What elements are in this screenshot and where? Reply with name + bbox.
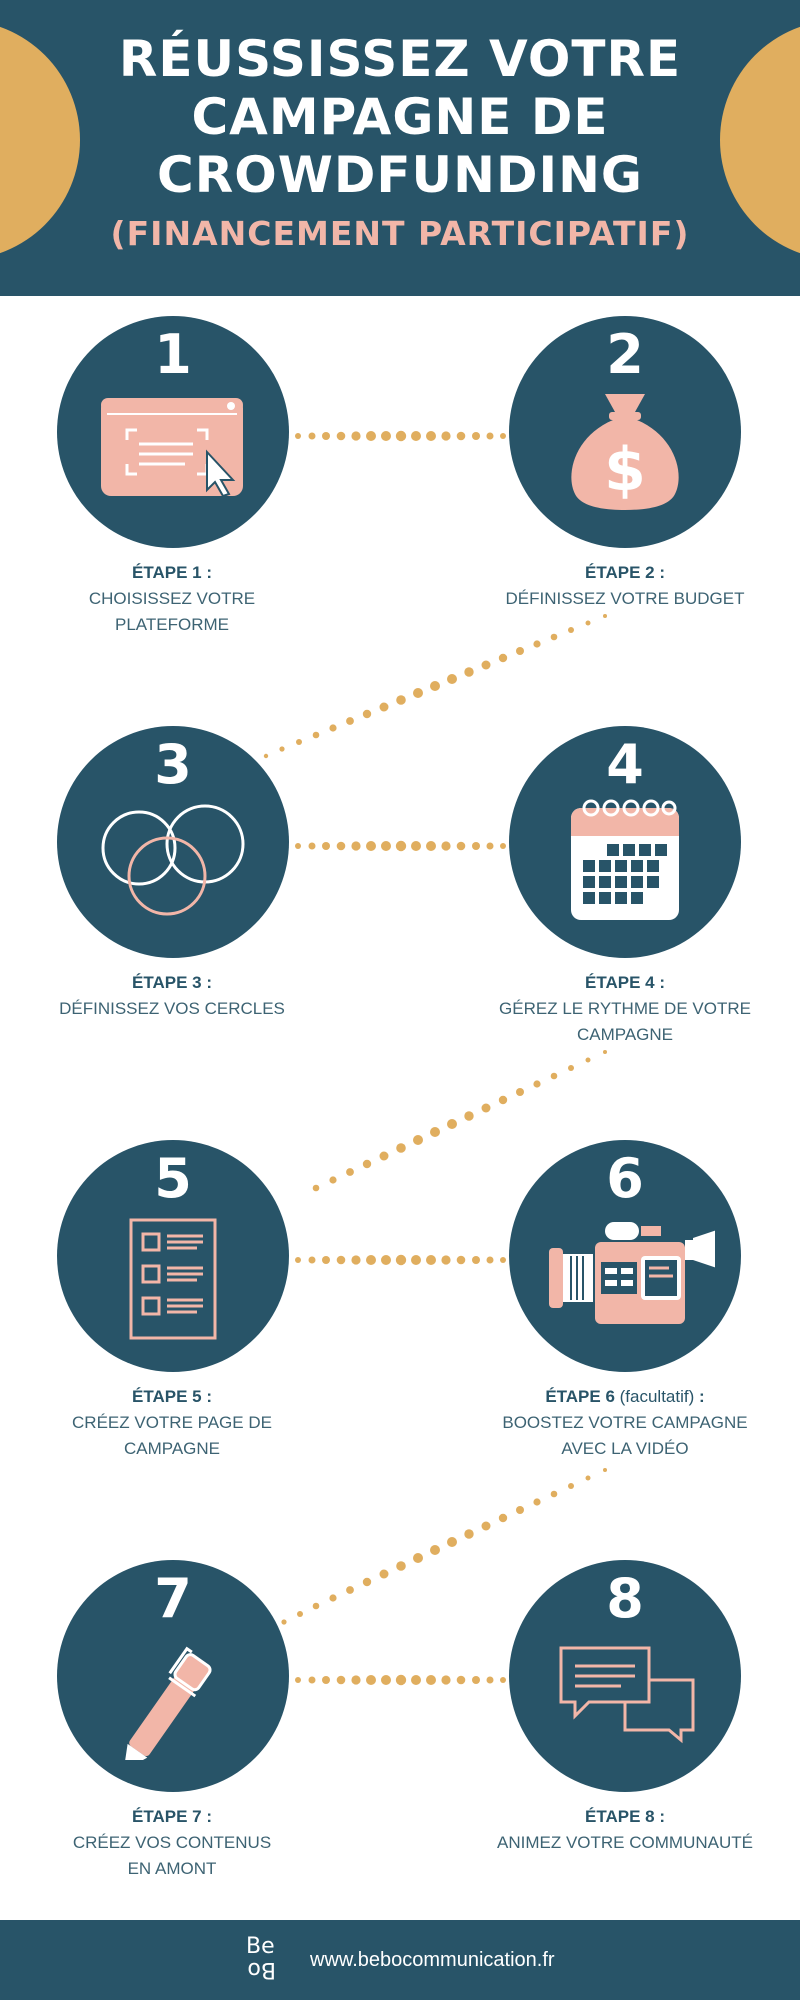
step-7-label: ÉTAPE 7 : CRÉEZ VOS CONTENUS EN AMONT bbox=[22, 1804, 322, 1882]
step-4-desc-line-2: CAMPAGNE bbox=[576, 1025, 674, 1044]
title-line-2: CAMPAGNE DE bbox=[191, 88, 609, 146]
connector-5-6 bbox=[295, 1254, 506, 1266]
step-8-heading: ÉTAPE 8 : bbox=[585, 1807, 665, 1826]
calendar-icon bbox=[571, 799, 679, 920]
step-3-desc-line-1: DÉFINISSEZ VOS CERCLES bbox=[59, 999, 285, 1018]
step-6-heading-note: (facultatif) bbox=[619, 1387, 695, 1406]
svg-text:$: $ bbox=[604, 435, 646, 505]
logo-top-text: Be bbox=[246, 1934, 275, 1959]
connector-3-4 bbox=[295, 840, 506, 852]
step-1-desc-line-1: CHOISISSEZ VOTRE bbox=[88, 589, 256, 608]
page-title: RÉUSSISSEZ VOTRE CAMPAGNE DE CROWDFUNDIN… bbox=[0, 30, 800, 204]
page-subtitle: (FINANCEMENT PARTICIPATIF) bbox=[110, 214, 690, 253]
step-3-heading: ÉTAPE 3 : bbox=[132, 973, 212, 992]
step-6-heading-main: ÉTAPE 6 bbox=[545, 1387, 615, 1406]
checklist-icon bbox=[129, 1218, 217, 1340]
step-1-circle: 1 bbox=[57, 316, 289, 548]
chat-bubbles-icon bbox=[559, 1646, 695, 1744]
step-2-number: 2 bbox=[606, 323, 644, 386]
step-6-label: ÉTAPE 6 (facultatif) : BOOSTEZ VOTRE CAM… bbox=[475, 1384, 775, 1462]
video-camera-icon bbox=[549, 1222, 715, 1324]
step-7-circle: 7 bbox=[57, 1560, 289, 1792]
step-8-circle: 8 bbox=[509, 1560, 741, 1792]
step-8-number: 8 bbox=[606, 1567, 644, 1630]
step-7-desc-line-1: CRÉEZ VOS CONTENUS bbox=[72, 1833, 272, 1852]
step-2-heading: ÉTAPE 2 : bbox=[585, 563, 665, 582]
money-bag-icon: $ bbox=[571, 394, 679, 510]
step-6-desc-line-1: BOOSTEZ VOTRE CAMPAGNE bbox=[502, 1413, 748, 1432]
step-6-heading: ÉTAPE 6 (facultatif) : bbox=[475, 1384, 775, 1410]
step-5-number: 5 bbox=[154, 1147, 192, 1210]
step-8-label: ÉTAPE 8 : ANIMEZ VOTRE COMMUNAUTÉ bbox=[475, 1804, 775, 1856]
step-2-desc-line-1: DÉFINISSEZ VOTRE BUDGET bbox=[505, 589, 745, 608]
connector-7-8 bbox=[295, 1674, 506, 1686]
step-1-label: ÉTAPE 1 : CHOISISSEZ VOTRE PLATEFORME bbox=[22, 560, 322, 638]
step-3-number: 3 bbox=[154, 733, 192, 796]
title-line-3: CROWDFUNDING bbox=[157, 146, 643, 204]
step-5-desc-line-1: CRÉEZ VOTRE PAGE DE bbox=[72, 1413, 272, 1432]
step-6-circle: 6 bbox=[509, 1140, 741, 1372]
step-6-number: 6 bbox=[606, 1147, 644, 1210]
step-7-desc-line-2: EN AMONT bbox=[127, 1859, 217, 1878]
step-4-desc-line-1: GÉREZ LE RYTHME DE VOTRE bbox=[499, 999, 751, 1018]
step-4-circle: 4 bbox=[509, 726, 741, 958]
connector-2-3 bbox=[263, 614, 607, 759]
step-7-heading: ÉTAPE 7 : bbox=[132, 1807, 212, 1826]
step-1-number: 1 bbox=[154, 323, 192, 386]
pen-icon bbox=[123, 1646, 212, 1760]
step-6-heading-colon: : bbox=[694, 1387, 705, 1406]
step-4-heading: ÉTAPE 4 : bbox=[585, 973, 665, 992]
step-5-desc-line-2: CAMPAGNE bbox=[123, 1439, 221, 1458]
step-7-number: 7 bbox=[154, 1567, 192, 1630]
step-6-desc-line-2: AVEC LA VIDÉO bbox=[561, 1439, 689, 1458]
step-5-heading: ÉTAPE 5 : bbox=[132, 1387, 212, 1406]
connector-4-5 bbox=[312, 1050, 607, 1192]
bebo-logo: Be Bo bbox=[246, 1936, 286, 1984]
title-line-1: RÉUSSISSEZ VOTRE bbox=[118, 30, 682, 88]
step-2-circle: 2 $ bbox=[509, 316, 741, 548]
step-5-circle: 5 bbox=[57, 1140, 289, 1372]
step-1-desc-line-2: PLATEFORME bbox=[115, 615, 229, 634]
website-link[interactable]: www.bebocommunication.fr bbox=[310, 1949, 555, 1971]
browser-click-icon bbox=[101, 398, 243, 498]
header-banner: RÉUSSISSEZ VOTRE CAMPAGNE DE CROWDFUNDIN… bbox=[0, 0, 800, 296]
step-8-desc-line-1: ANIMEZ VOTRE COMMUNAUTÉ bbox=[497, 1833, 753, 1852]
footer: Be Bo www.bebocommunication.fr bbox=[0, 1920, 800, 2000]
step-3-label: ÉTAPE 3 : DÉFINISSEZ VOS CERCLES bbox=[22, 970, 322, 1022]
step-3-circle: 3 bbox=[57, 726, 289, 958]
step-1-heading: ÉTAPE 1 : bbox=[132, 563, 212, 582]
step-4-label: ÉTAPE 4 : GÉREZ LE RYTHME DE VOTRE CAMPA… bbox=[475, 970, 775, 1048]
logo-bottom-text: Bo bbox=[247, 1957, 276, 1982]
dotted-connectors bbox=[263, 430, 607, 1686]
step-2-label: ÉTAPE 2 : DÉFINISSEZ VOTRE BUDGET bbox=[475, 560, 775, 612]
circles-icon bbox=[101, 804, 245, 916]
step-4-number: 4 bbox=[606, 733, 644, 796]
step-5-label: ÉTAPE 5 : CRÉEZ VOTRE PAGE DE CAMPAGNE bbox=[22, 1384, 322, 1462]
connector-1-2 bbox=[295, 430, 506, 442]
